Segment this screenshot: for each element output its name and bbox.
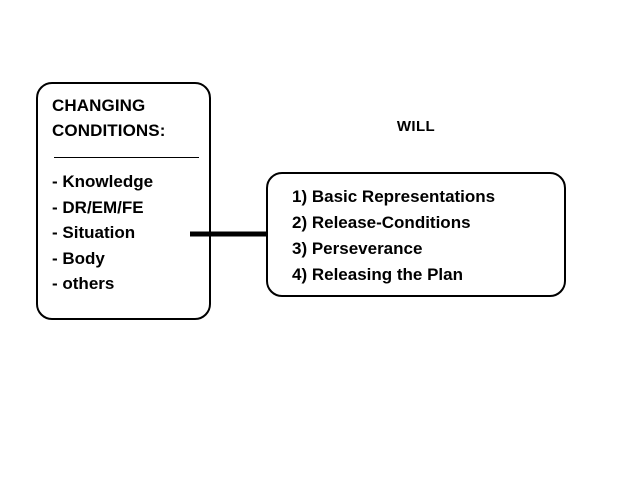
list-item: 3) Perseverance	[292, 239, 423, 258]
will-list: 1) Basic Representations 2) Release-Cond…	[292, 184, 560, 288]
changing-conditions-divider	[54, 157, 199, 158]
changing-conditions-list: - Knowledge - DR/EM/FE - Situation - Bod…	[52, 169, 210, 297]
list-item: 2) Release-Conditions	[292, 213, 471, 232]
changing-conditions-title: CHANGING CONDITIONS:	[52, 96, 166, 140]
list-item: - Knowledge	[52, 172, 154, 191]
list-item: - DR/EM/FE	[52, 197, 144, 217]
list-item: 4) Releasing the Plan	[292, 265, 463, 284]
will-node: 1) Basic Representations 2) Release-Cond…	[266, 172, 566, 297]
changing-conditions-node: CHANGING CONDITIONS: - Knowledge - DR/EM…	[36, 82, 211, 320]
list-item: - Body	[52, 248, 105, 268]
list-item: - others	[52, 274, 115, 293]
list-item: 1) Basic Representations	[292, 187, 496, 206]
list-item: - Situation	[52, 223, 136, 242]
will-caption: WILL	[396, 118, 436, 135]
